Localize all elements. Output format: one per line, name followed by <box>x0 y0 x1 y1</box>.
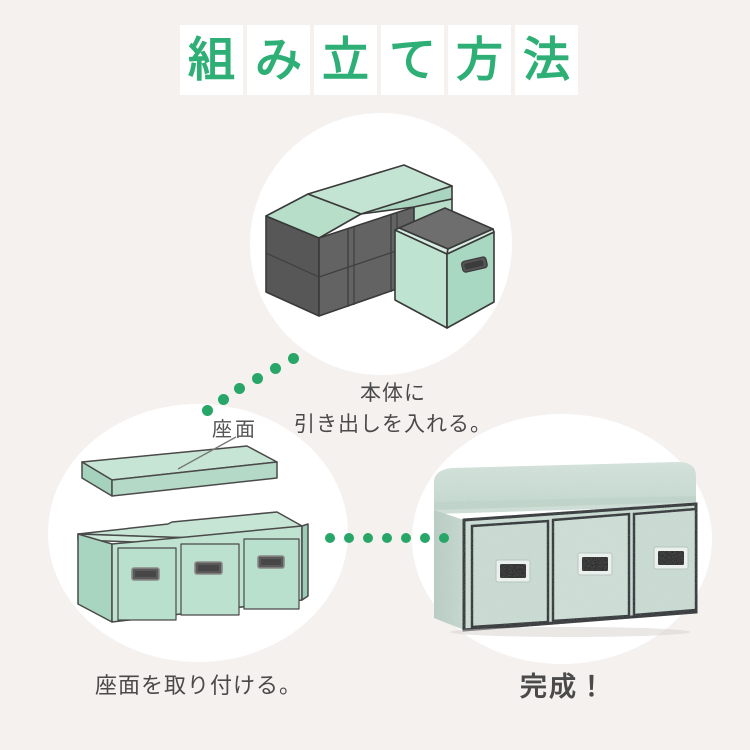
step1-caption: 本体に 引き出しを入れる。 <box>288 378 498 440</box>
illustration-bench-frame-with-drawer <box>265 164 495 329</box>
connector-dot <box>344 533 354 543</box>
connector-dot <box>382 533 392 543</box>
leader-line-to-seat <box>177 436 237 470</box>
step1-caption-line1: 本体に <box>360 381 426 405</box>
connector-dot <box>218 394 229 405</box>
title-char-tile: 組 <box>180 25 243 95</box>
connector-dot <box>252 373 263 384</box>
connector-dot <box>288 353 299 364</box>
connector-dot <box>439 533 449 543</box>
connector-dot <box>420 533 430 543</box>
title-char-tile: み <box>247 25 310 95</box>
connector-dot <box>325 533 335 543</box>
title-char-tile: 方 <box>448 25 511 95</box>
connector-dot <box>363 533 373 543</box>
connector-dot <box>234 383 245 394</box>
photo-finished-storage-bench <box>434 462 698 637</box>
title-char-tile: て <box>381 25 444 95</box>
illustration-seat-panel-and-bench <box>77 445 309 623</box>
title-char-tile: 立 <box>314 25 377 95</box>
connector-dot <box>401 533 411 543</box>
title-char-tile: 法 <box>515 25 578 95</box>
connector-dot <box>202 405 213 416</box>
part-label-seat: 座面 <box>212 417 258 441</box>
step1-caption-line2: 引き出しを入れる。 <box>294 412 492 436</box>
step3-caption: 完成！ <box>520 672 607 703</box>
step2-caption: 座面を取り付ける。 <box>95 674 303 699</box>
page-title: 組 み 立 て 方 法 <box>180 25 578 95</box>
connector-dot <box>270 363 281 374</box>
